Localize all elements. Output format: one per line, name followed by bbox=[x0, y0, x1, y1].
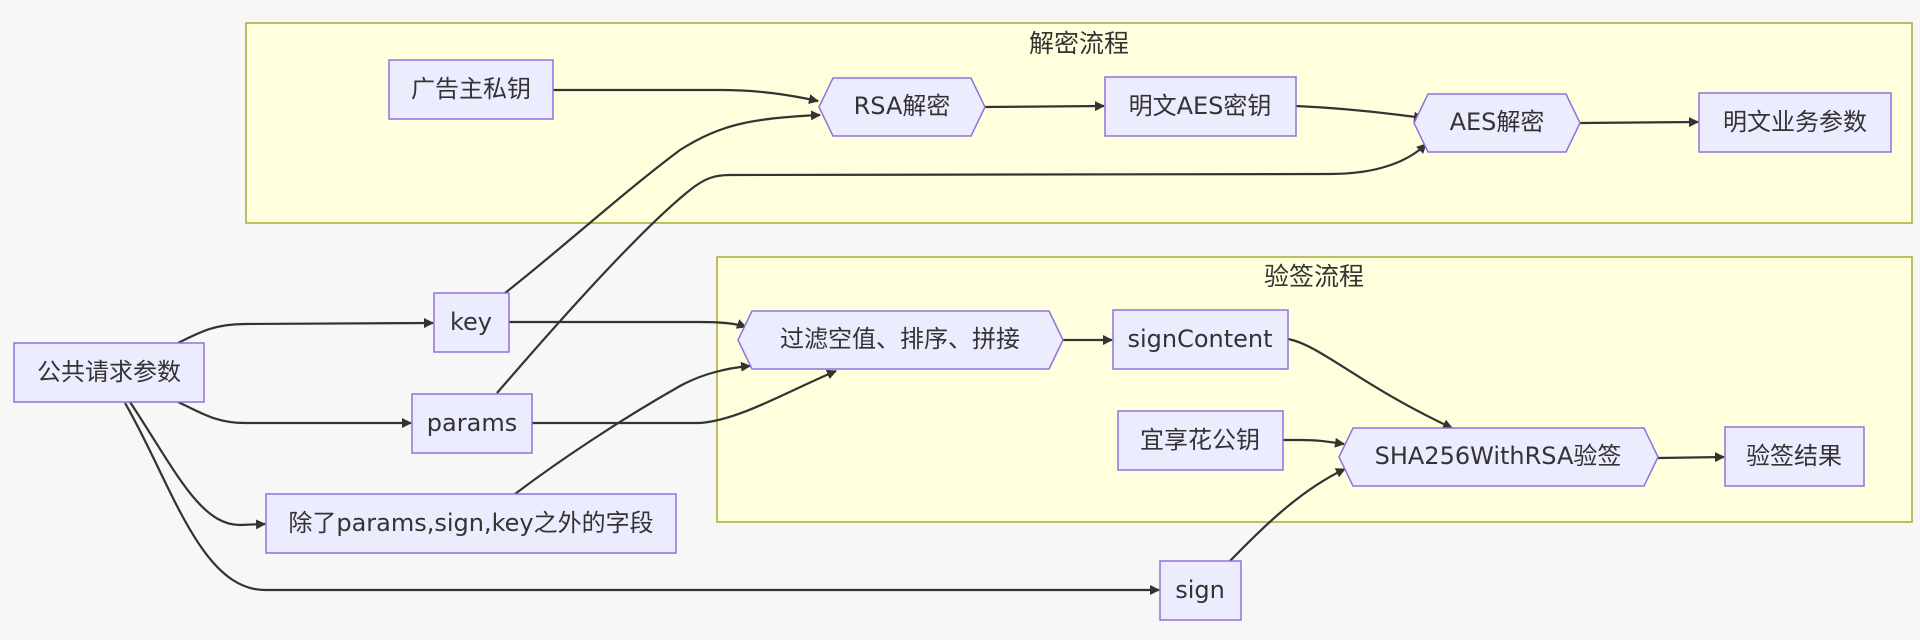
node-plain-business-params[interactable]: 明文业务参数 bbox=[1698, 92, 1892, 153]
edge-other-fields-to-filter-sort-join bbox=[514, 361, 751, 495]
node-public-params-label: 公共请求参数 bbox=[37, 358, 181, 386]
node-adv-private-key-label: 广告主私钥 bbox=[411, 75, 531, 103]
node-sha256-verify[interactable]: SHA256WithRSA验签 bbox=[1338, 427, 1659, 487]
cluster-verify: 验签流程 bbox=[716, 256, 1913, 523]
edge-sign-content-to-sha256-verify bbox=[1287, 337, 1453, 429]
edge-params-to-aes-decrypt bbox=[496, 143, 1427, 394]
node-filter-sort-join-label: 过滤空值、排序、拼接 bbox=[780, 325, 1020, 353]
node-sign-content[interactable]: signContent bbox=[1112, 309, 1289, 370]
node-sha256-verify-label: SHA256WithRSA验签 bbox=[1375, 442, 1622, 470]
node-other-fields[interactable]: 除了params,sign,key之外的字段 bbox=[265, 493, 677, 554]
node-plain-business-params-label: 明文业务参数 bbox=[1723, 108, 1867, 136]
node-plain-aes-key-label: 明文AES密钥 bbox=[1129, 92, 1272, 120]
node-rsa-decrypt-label: RSA解密 bbox=[854, 92, 951, 120]
edge-plain-aes-key-to-aes-decrypt bbox=[1295, 104, 1424, 122]
edge-public-params-to-params bbox=[177, 400, 412, 428]
edge-sha256-verify-to-verify-result bbox=[1657, 452, 1725, 463]
node-public-params[interactable]: 公共请求参数 bbox=[13, 342, 205, 403]
node-other-fields-label: 除了params,sign,key之外的字段 bbox=[288, 509, 653, 537]
edge-public-params-to-key bbox=[177, 318, 434, 344]
edges bbox=[124, 88, 1725, 595]
edge-aes-decrypt-to-plain-business-params bbox=[1579, 117, 1699, 128]
edge-sign-to-sha256-verify bbox=[1229, 468, 1346, 562]
node-sign-label: sign bbox=[1175, 576, 1225, 604]
node-verify-result[interactable]: 验签结果 bbox=[1724, 426, 1865, 487]
cluster-verify-title: 验签流程 bbox=[1264, 262, 1364, 291]
node-yxh-public-key-label: 宜享花公钥 bbox=[1140, 426, 1260, 454]
node-rsa-decrypt[interactable]: RSA解密 bbox=[818, 77, 986, 137]
edge-rsa-decrypt-to-plain-aes-key bbox=[984, 101, 1105, 112]
node-sign-content-label: signContent bbox=[1127, 325, 1272, 353]
edge-adv-private-key-to-rsa-decrypt bbox=[553, 88, 819, 105]
node-filter-sort-join[interactable]: 过滤空值、排序、拼接 bbox=[737, 310, 1064, 370]
node-adv-private-key[interactable]: 广告主私钥 bbox=[388, 59, 554, 120]
node-plain-aes-key[interactable]: 明文AES密钥 bbox=[1104, 76, 1297, 137]
edge-params-to-filter-sort-join bbox=[532, 369, 837, 425]
node-aes-decrypt[interactable]: AES解密 bbox=[1413, 93, 1581, 153]
nodes: 公共请求参数 key params 除了params,sign,key之外的字段… bbox=[13, 59, 1892, 621]
node-sign[interactable]: sign bbox=[1159, 560, 1242, 621]
node-verify-result-label: 验签结果 bbox=[1746, 442, 1842, 470]
node-key[interactable]: key bbox=[433, 292, 510, 353]
edge-public-params-to-sign bbox=[124, 402, 1160, 595]
node-params[interactable]: params bbox=[411, 393, 533, 454]
edge-key-to-rsa-decrypt bbox=[504, 110, 821, 294]
node-key-label: key bbox=[450, 308, 492, 336]
edge-yxh-public-key-to-sha256-verify bbox=[1283, 437, 1345, 448]
node-aes-decrypt-label: AES解密 bbox=[1450, 108, 1545, 136]
node-yxh-public-key[interactable]: 宜享花公钥 bbox=[1117, 410, 1284, 471]
cluster-decrypt-title: 解密流程 bbox=[1029, 29, 1129, 58]
edge-public-params-to-other-fields bbox=[129, 401, 266, 530]
node-params-label: params bbox=[427, 409, 517, 437]
edge-key-to-filter-sort-join bbox=[509, 319, 747, 329]
